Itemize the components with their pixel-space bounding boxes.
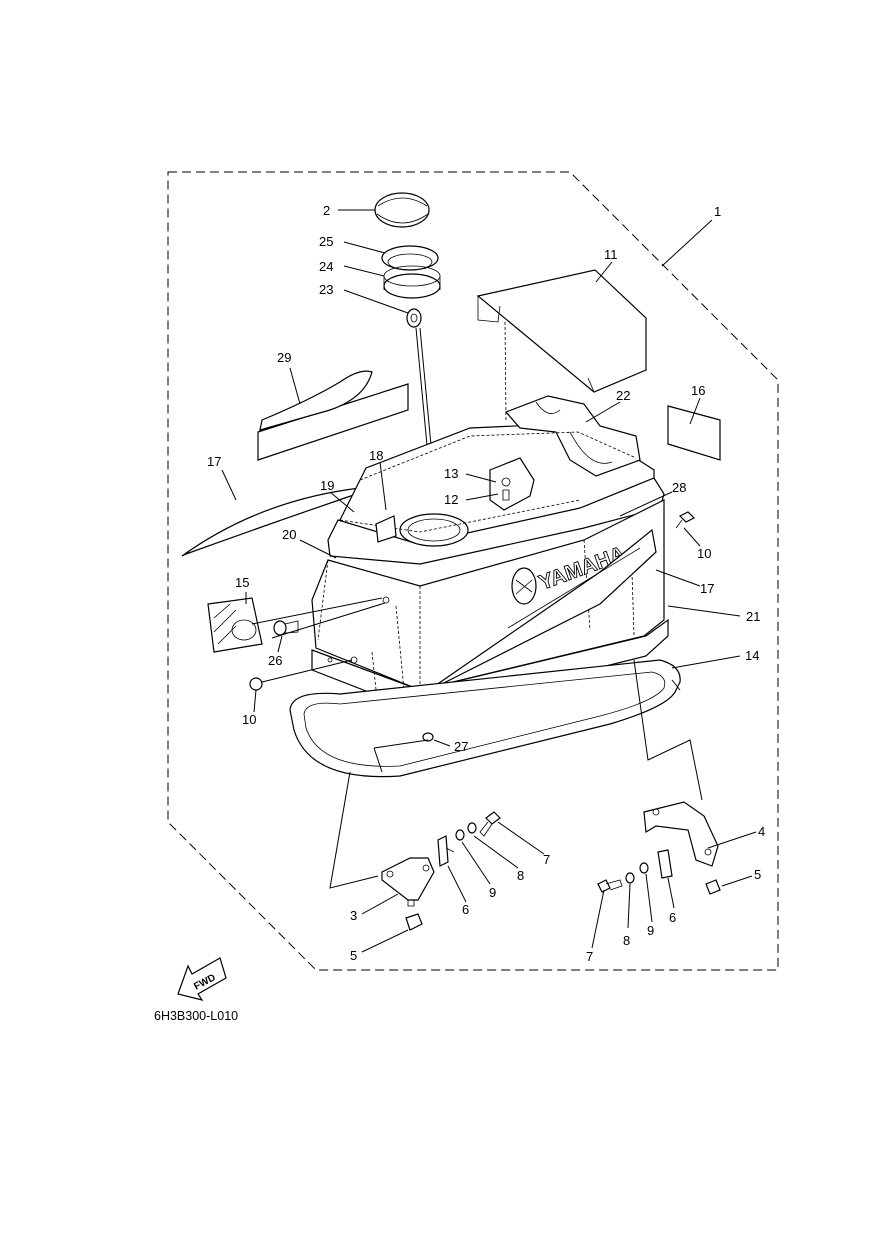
part-6-plate-left — [437, 835, 455, 867]
callout-9-left: 9 — [489, 885, 496, 900]
callout-28: 28 — [672, 480, 686, 495]
leader-lines — [221, 209, 757, 953]
callout-16: 16 — [691, 383, 705, 398]
callout-26: 26 — [268, 653, 282, 668]
callout-labels: 1 2 25 24 23 11 29 22 16 17 18 13 12 19 … — [207, 203, 765, 964]
callout-1: 1 — [714, 204, 721, 219]
callout-8-left: 8 — [517, 868, 524, 883]
part-14-seal — [289, 659, 681, 778]
part-9-washer-left — [455, 829, 465, 841]
callout-21: 21 — [746, 609, 760, 624]
part-10-bolt-right — [675, 511, 696, 529]
part-25-ring — [381, 245, 439, 271]
fwd-arrow-icon: FWD — [177, 957, 227, 1001]
callout-6-left: 6 — [462, 902, 469, 917]
callout-25: 25 — [319, 234, 333, 249]
callout-13: 13 — [444, 466, 458, 481]
assembly-line-left — [329, 739, 429, 889]
part-3-bracket — [381, 857, 435, 907]
callout-4: 4 — [758, 824, 765, 839]
callout-23: 23 — [319, 282, 333, 297]
callout-22: 22 — [616, 388, 630, 403]
callout-7-right: 7 — [586, 949, 593, 964]
callout-10-right: 10 — [697, 546, 711, 561]
part-6-plate-right — [657, 849, 673, 879]
callout-15: 15 — [235, 575, 249, 590]
callout-27: 27 — [454, 739, 468, 754]
callout-2: 2 — [323, 203, 330, 218]
part-7-bolt-right — [597, 879, 623, 893]
part-5-nut-left — [405, 913, 423, 931]
part-16-label — [667, 405, 721, 461]
part-8-washer-left — [467, 822, 477, 834]
callout-10-left: 10 — [242, 712, 256, 727]
assembly-line-right — [633, 659, 703, 801]
part-5-nut-right — [705, 879, 721, 895]
callout-11: 11 — [604, 247, 618, 262]
part-2-cap — [374, 192, 430, 228]
part-27-grommet — [422, 732, 434, 742]
callout-12: 12 — [444, 492, 458, 507]
callout-29: 29 — [277, 350, 291, 365]
callout-18: 18 — [369, 448, 383, 463]
part-8-washer-right — [625, 872, 635, 884]
callout-9-right: 9 — [647, 923, 654, 938]
callout-24: 24 — [319, 259, 333, 274]
callout-7-left: 7 — [543, 852, 550, 867]
part-26-screw — [251, 597, 386, 639]
part-23-tether — [406, 308, 439, 521]
callout-17-left: 17 — [207, 454, 221, 469]
callout-6-right: 6 — [669, 910, 676, 925]
part-29-decal — [257, 370, 409, 461]
callout-19: 19 — [320, 478, 334, 493]
part-7-bolt-left — [479, 811, 501, 837]
diagram-code: 6H3B300-L010 — [154, 1009, 238, 1023]
callout-8-right: 8 — [623, 933, 630, 948]
callout-14: 14 — [745, 648, 759, 663]
callout-5-right: 5 — [754, 867, 761, 882]
callout-17-right: 17 — [700, 581, 714, 596]
part-4-bracket — [643, 801, 719, 867]
part-24-holder — [383, 265, 441, 299]
callout-3: 3 — [350, 908, 357, 923]
part-9-washer-right — [639, 862, 649, 874]
callout-20: 20 — [282, 527, 296, 542]
part-11-top-cover — [476, 269, 647, 421]
part-15-plate — [207, 597, 263, 653]
callout-5-left: 5 — [350, 948, 357, 963]
